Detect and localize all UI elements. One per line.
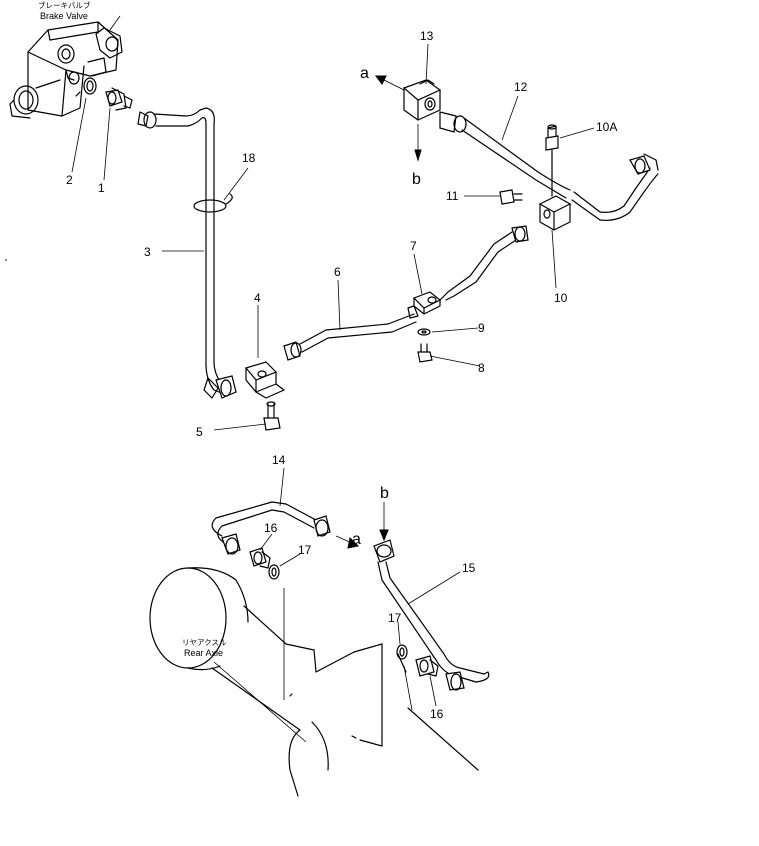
rear-axle-leader (213, 661, 307, 743)
connection-label-a-top: a (360, 65, 369, 82)
leader-lines (71, 43, 595, 707)
part-label-9: 9 (478, 321, 485, 335)
rear-axle (149, 567, 479, 797)
part-label-5: 5 (196, 425, 203, 439)
part-label-8: 8 (478, 361, 485, 375)
part-label-16-upper: 16 (264, 521, 278, 535)
brake-valve-caption-jp: ブレーキバルブ (38, 0, 91, 10)
connection-label-a-bottom: a (352, 531, 361, 548)
pipe-15 (373, 539, 490, 691)
fitting-10a (545, 124, 559, 151)
part-label-17-lower: 17 (388, 611, 402, 625)
part-label-4: 4 (254, 291, 261, 305)
stray-dot (5, 259, 7, 261)
part-label-7: 7 (410, 239, 417, 253)
bolt-11 (499, 189, 523, 205)
brake-valve (9, 15, 123, 119)
part-label-16-lower: 16 (430, 707, 444, 721)
part-label-10: 10 (554, 291, 568, 305)
o-ring-2 (83, 77, 97, 95)
rear-axle-caption-jp: リヤアクスル (182, 638, 227, 647)
fitting-16-lower (415, 655, 439, 677)
part-label-13: 13 (420, 29, 434, 43)
part-label-15: 15 (462, 561, 476, 575)
connection-label-b-top: b (412, 171, 421, 188)
block-13 (402, 79, 442, 121)
part-label-12: 12 (514, 80, 528, 94)
part-label-10a: 10A (596, 120, 617, 134)
pipe-14 (211, 501, 331, 555)
part-label-17-upper: 17 (298, 543, 312, 557)
fitting-16-upper (249, 547, 271, 569)
bolt-8 (417, 343, 433, 363)
clip-7 (412, 225, 529, 315)
o-ring-17-upper (268, 564, 280, 580)
part-label-6: 6 (334, 265, 341, 279)
part-label-2: 2 (66, 173, 73, 187)
o-ring-17-lower (396, 644, 408, 660)
part-label-18: 18 (242, 151, 256, 165)
bolt-5 (263, 401, 281, 431)
part-label-1: 1 (98, 181, 105, 195)
connector-1 (105, 87, 133, 111)
part-label-14: 14 (272, 453, 286, 467)
part-label-11: 11 (446, 189, 459, 203)
pipe-3 (137, 107, 237, 399)
connection-label-b-bottom: b (380, 485, 389, 502)
block-10 (538, 149, 572, 231)
brake-valve-caption-en: Brake Valve (40, 11, 88, 21)
connection-arrows (335, 75, 422, 549)
part-label-3: 3 (144, 245, 151, 259)
washer-9 (417, 328, 431, 336)
rear-axle-caption-en: Rear Axle (184, 648, 223, 658)
clamp-4 (244, 361, 285, 399)
pipe-6 (283, 305, 419, 361)
